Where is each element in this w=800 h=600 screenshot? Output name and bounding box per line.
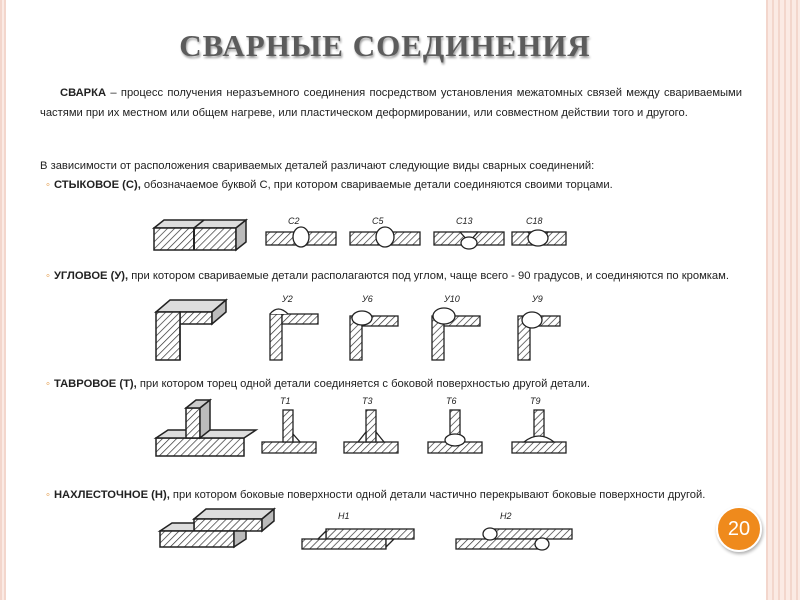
- bullet-icon: ◦: [46, 489, 50, 501]
- joint-title: СТЫКОВОЕ (С),: [53, 179, 141, 191]
- joint-type-lap: ◦НАХЛЕСТОЧНОЕ (Н), при котором боковые п…: [46, 485, 742, 505]
- joint-description: обозначаемое буквой С, при котором свари…: [140, 179, 613, 191]
- tee-joint-diagram: Т1 Т3 Т6 Т9: [153, 396, 567, 457]
- joint-label-t1: Т1: [280, 396, 291, 406]
- joint-title: УГЛОВОЕ (У),: [53, 270, 129, 282]
- weld-section-h2: Н2: [455, 511, 573, 551]
- corner-joint-diagram: У2 У6 У10 У9: [153, 294, 561, 361]
- weld-section-c2: С2: [265, 216, 337, 248]
- definition-paragraph: СВАРКА – процесс получения неразъемного …: [40, 83, 742, 123]
- joint-label-c2: С2: [288, 216, 300, 226]
- joint-label-h2: Н2: [500, 511, 512, 521]
- intro-paragraph: В зависимости от расположения свариваемы…: [40, 160, 595, 172]
- joint-type-butt: ◦СТЫКОВОЕ (С), обозначаемое буквой С, пр…: [46, 175, 742, 195]
- joint-type-corner: ◦УГЛОВОЕ (У), при котором свариваемые де…: [46, 266, 742, 286]
- weld-section-c18: С18: [511, 216, 567, 247]
- joint-type-tee: ◦ТАВРОВОЕ (Т), при котором торец одной д…: [46, 374, 742, 394]
- joint-title: ТАВРОВОЕ (Т),: [53, 378, 137, 390]
- weld-section-t1: Т1: [261, 396, 317, 454]
- joint-label-t9: Т9: [530, 396, 541, 406]
- joint-label-u6: У6: [361, 294, 373, 304]
- joint-label-c13: С13: [456, 216, 473, 226]
- weld-section-t9: Т9: [511, 396, 567, 454]
- joint-title: НАХЛЕСТОЧНОЕ (Н),: [53, 489, 170, 501]
- definition-term: СВАРКА: [60, 87, 107, 99]
- weld-section-t3: Т3: [343, 396, 399, 454]
- bullet-icon: ◦: [46, 378, 50, 390]
- weld-section-c13: С13: [433, 216, 505, 250]
- slide-title: СВАРНЫЕ СОЕДИНЕНИЯ: [179, 28, 591, 63]
- weld-section-t6: Т6: [427, 396, 483, 454]
- butt-joint-diagram: С2 С5 С13 С18: [151, 216, 567, 252]
- joint-label-c5: С5: [372, 216, 384, 226]
- bullet-icon: ◦: [46, 270, 50, 282]
- bullet-icon: ◦: [46, 179, 50, 191]
- corner-joint-3d-sketch: [153, 298, 229, 361]
- tee-joint-3d-sketch: [153, 398, 259, 457]
- joint-label-h1: Н1: [338, 511, 350, 521]
- joint-label-t6: Т6: [446, 396, 457, 406]
- joint-description: при котором свариваемые детали располага…: [128, 270, 729, 282]
- joint-label-u9: У9: [531, 294, 543, 304]
- weld-section-u9: У9: [517, 294, 561, 361]
- lap-joint-3d-sketch: [157, 507, 277, 549]
- weld-section-u10: У10: [431, 294, 481, 361]
- joint-description: при котором торец одной детали соединяет…: [136, 378, 590, 390]
- lap-joint-diagram: Н1 Н2: [157, 507, 573, 551]
- joint-label-c18: С18: [526, 216, 543, 226]
- weld-section-u6: У6: [349, 294, 399, 361]
- joint-description: при котором боковые поверхности одной де…: [169, 489, 706, 501]
- joint-label-t3: Т3: [362, 396, 373, 406]
- butt-joint-3d-sketch: [151, 218, 249, 252]
- joint-label-u10: У10: [443, 294, 460, 304]
- weld-section-h1: Н1: [301, 511, 415, 550]
- definition-text: – процесс получения неразъемного соедине…: [40, 87, 742, 119]
- left-decor-stripe: [0, 0, 6, 600]
- page-number-badge: 20: [716, 506, 762, 552]
- weld-section-c5: С5: [349, 216, 421, 248]
- weld-section-u2: У2: [269, 294, 319, 361]
- right-decor-stripe: [766, 0, 800, 600]
- joint-label-u2: У2: [281, 294, 293, 304]
